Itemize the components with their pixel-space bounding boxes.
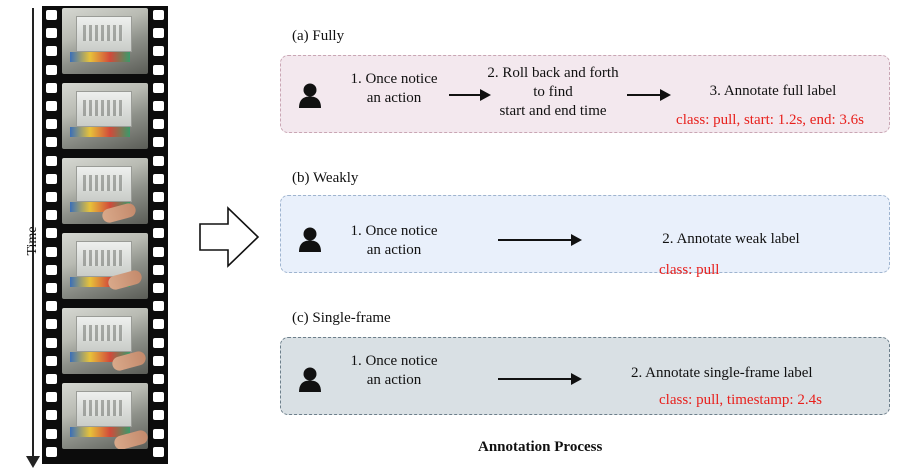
film-sprocket-hole bbox=[46, 392, 57, 403]
step-annotate-single: 2. Annotate single-frame label bbox=[631, 365, 813, 381]
film-strip bbox=[42, 6, 168, 464]
right-arrow-icon bbox=[498, 234, 582, 246]
panel-title-fully: (a) Fully bbox=[292, 28, 345, 44]
film-sprocket-hole bbox=[153, 428, 164, 439]
hollow-big-arrow-icon bbox=[199, 206, 260, 268]
right-arrow-icon bbox=[627, 89, 671, 101]
film-sprocket-hole bbox=[46, 319, 57, 330]
film-sprocket-hole bbox=[46, 301, 57, 312]
time-axis-line bbox=[32, 8, 34, 458]
right-arrow-icon bbox=[498, 373, 582, 385]
film-sprocket-hole bbox=[153, 192, 164, 202]
film-holes-left bbox=[46, 6, 57, 464]
step-annotate-weak: 2. Annotate weak label bbox=[662, 231, 800, 247]
film-sprocket-hole bbox=[153, 119, 164, 130]
film-sprocket-hole bbox=[153, 210, 164, 221]
right-arrow-icon bbox=[449, 89, 491, 101]
film-sprocket-hole bbox=[153, 355, 164, 366]
film-frame-2 bbox=[62, 83, 148, 149]
annotation-label-fully: class: pull, start: 1.2s, end: 3.6s bbox=[676, 112, 864, 128]
person-icon bbox=[299, 227, 321, 252]
time-axis-arrowhead bbox=[26, 456, 40, 468]
film-sprocket-hole bbox=[46, 246, 57, 257]
film-sprocket-hole bbox=[153, 155, 164, 166]
film-sprocket-hole bbox=[46, 64, 57, 75]
film-sprocket-hole bbox=[46, 46, 57, 57]
film-sprocket-hole bbox=[46, 283, 57, 293]
film-sprocket-hole bbox=[46, 137, 57, 148]
film-sprocket-hole bbox=[46, 228, 57, 239]
film-sprocket-hole bbox=[46, 446, 57, 457]
film-frame-5 bbox=[62, 308, 148, 374]
film-frame-6 bbox=[62, 383, 148, 449]
film-sprocket-hole bbox=[153, 392, 164, 403]
annotation-label-single: class: pull, timestamp: 2.4s bbox=[659, 392, 822, 408]
person-icon bbox=[299, 367, 321, 392]
film-frame-4 bbox=[62, 233, 148, 299]
film-sprocket-hole bbox=[46, 10, 57, 20]
film-sprocket-hole bbox=[46, 210, 57, 221]
film-sprocket-hole bbox=[153, 319, 164, 330]
film-sprocket-hole bbox=[46, 28, 57, 39]
time-label: Time bbox=[25, 226, 40, 256]
film-sprocket-hole bbox=[153, 301, 164, 312]
film-sprocket-hole bbox=[153, 283, 164, 293]
film-sprocket-hole bbox=[153, 264, 164, 275]
film-sprocket-hole bbox=[153, 410, 164, 421]
film-sprocket-hole bbox=[153, 101, 164, 111]
film-sprocket-hole bbox=[46, 155, 57, 166]
film-sprocket-hole bbox=[153, 64, 164, 75]
film-sprocket-hole bbox=[46, 355, 57, 366]
film-sprocket-hole bbox=[46, 337, 57, 348]
film-sprocket-hole bbox=[153, 28, 164, 39]
film-sprocket-hole bbox=[46, 410, 57, 421]
film-sprocket-hole bbox=[153, 446, 164, 457]
film-sprocket-hole bbox=[46, 374, 57, 384]
person-icon bbox=[299, 83, 321, 108]
film-sprocket-hole bbox=[153, 246, 164, 257]
film-sprocket-hole bbox=[153, 137, 164, 148]
film-sprocket-hole bbox=[46, 264, 57, 275]
film-sprocket-hole bbox=[153, 374, 164, 384]
film-sprocket-hole bbox=[46, 119, 57, 130]
time-axis: Time bbox=[18, 8, 48, 468]
film-frame-3 bbox=[62, 158, 148, 224]
annotation-label-weakly: class: pull bbox=[659, 262, 720, 278]
step-annotate-full: 3. Annotate full label bbox=[709, 83, 837, 99]
panel-title-single: (c) Single-frame bbox=[292, 310, 391, 326]
film-sprocket-hole bbox=[153, 173, 164, 184]
film-sprocket-hole bbox=[46, 173, 57, 184]
film-sprocket-hole bbox=[46, 82, 57, 93]
film-sprocket-hole bbox=[153, 10, 164, 20]
film-sprocket-hole bbox=[153, 82, 164, 93]
film-sprocket-hole bbox=[46, 101, 57, 111]
panel-title-weakly: (b) Weakly bbox=[292, 170, 359, 186]
figure-caption: Annotation Process bbox=[478, 439, 603, 455]
film-sprocket-hole bbox=[46, 192, 57, 202]
film-sprocket-hole bbox=[153, 337, 164, 348]
film-sprocket-hole bbox=[153, 46, 164, 57]
film-sprocket-hole bbox=[153, 228, 164, 239]
film-holes-right bbox=[153, 6, 164, 464]
film-sprocket-hole bbox=[46, 428, 57, 439]
film-frame-1 bbox=[62, 8, 148, 74]
